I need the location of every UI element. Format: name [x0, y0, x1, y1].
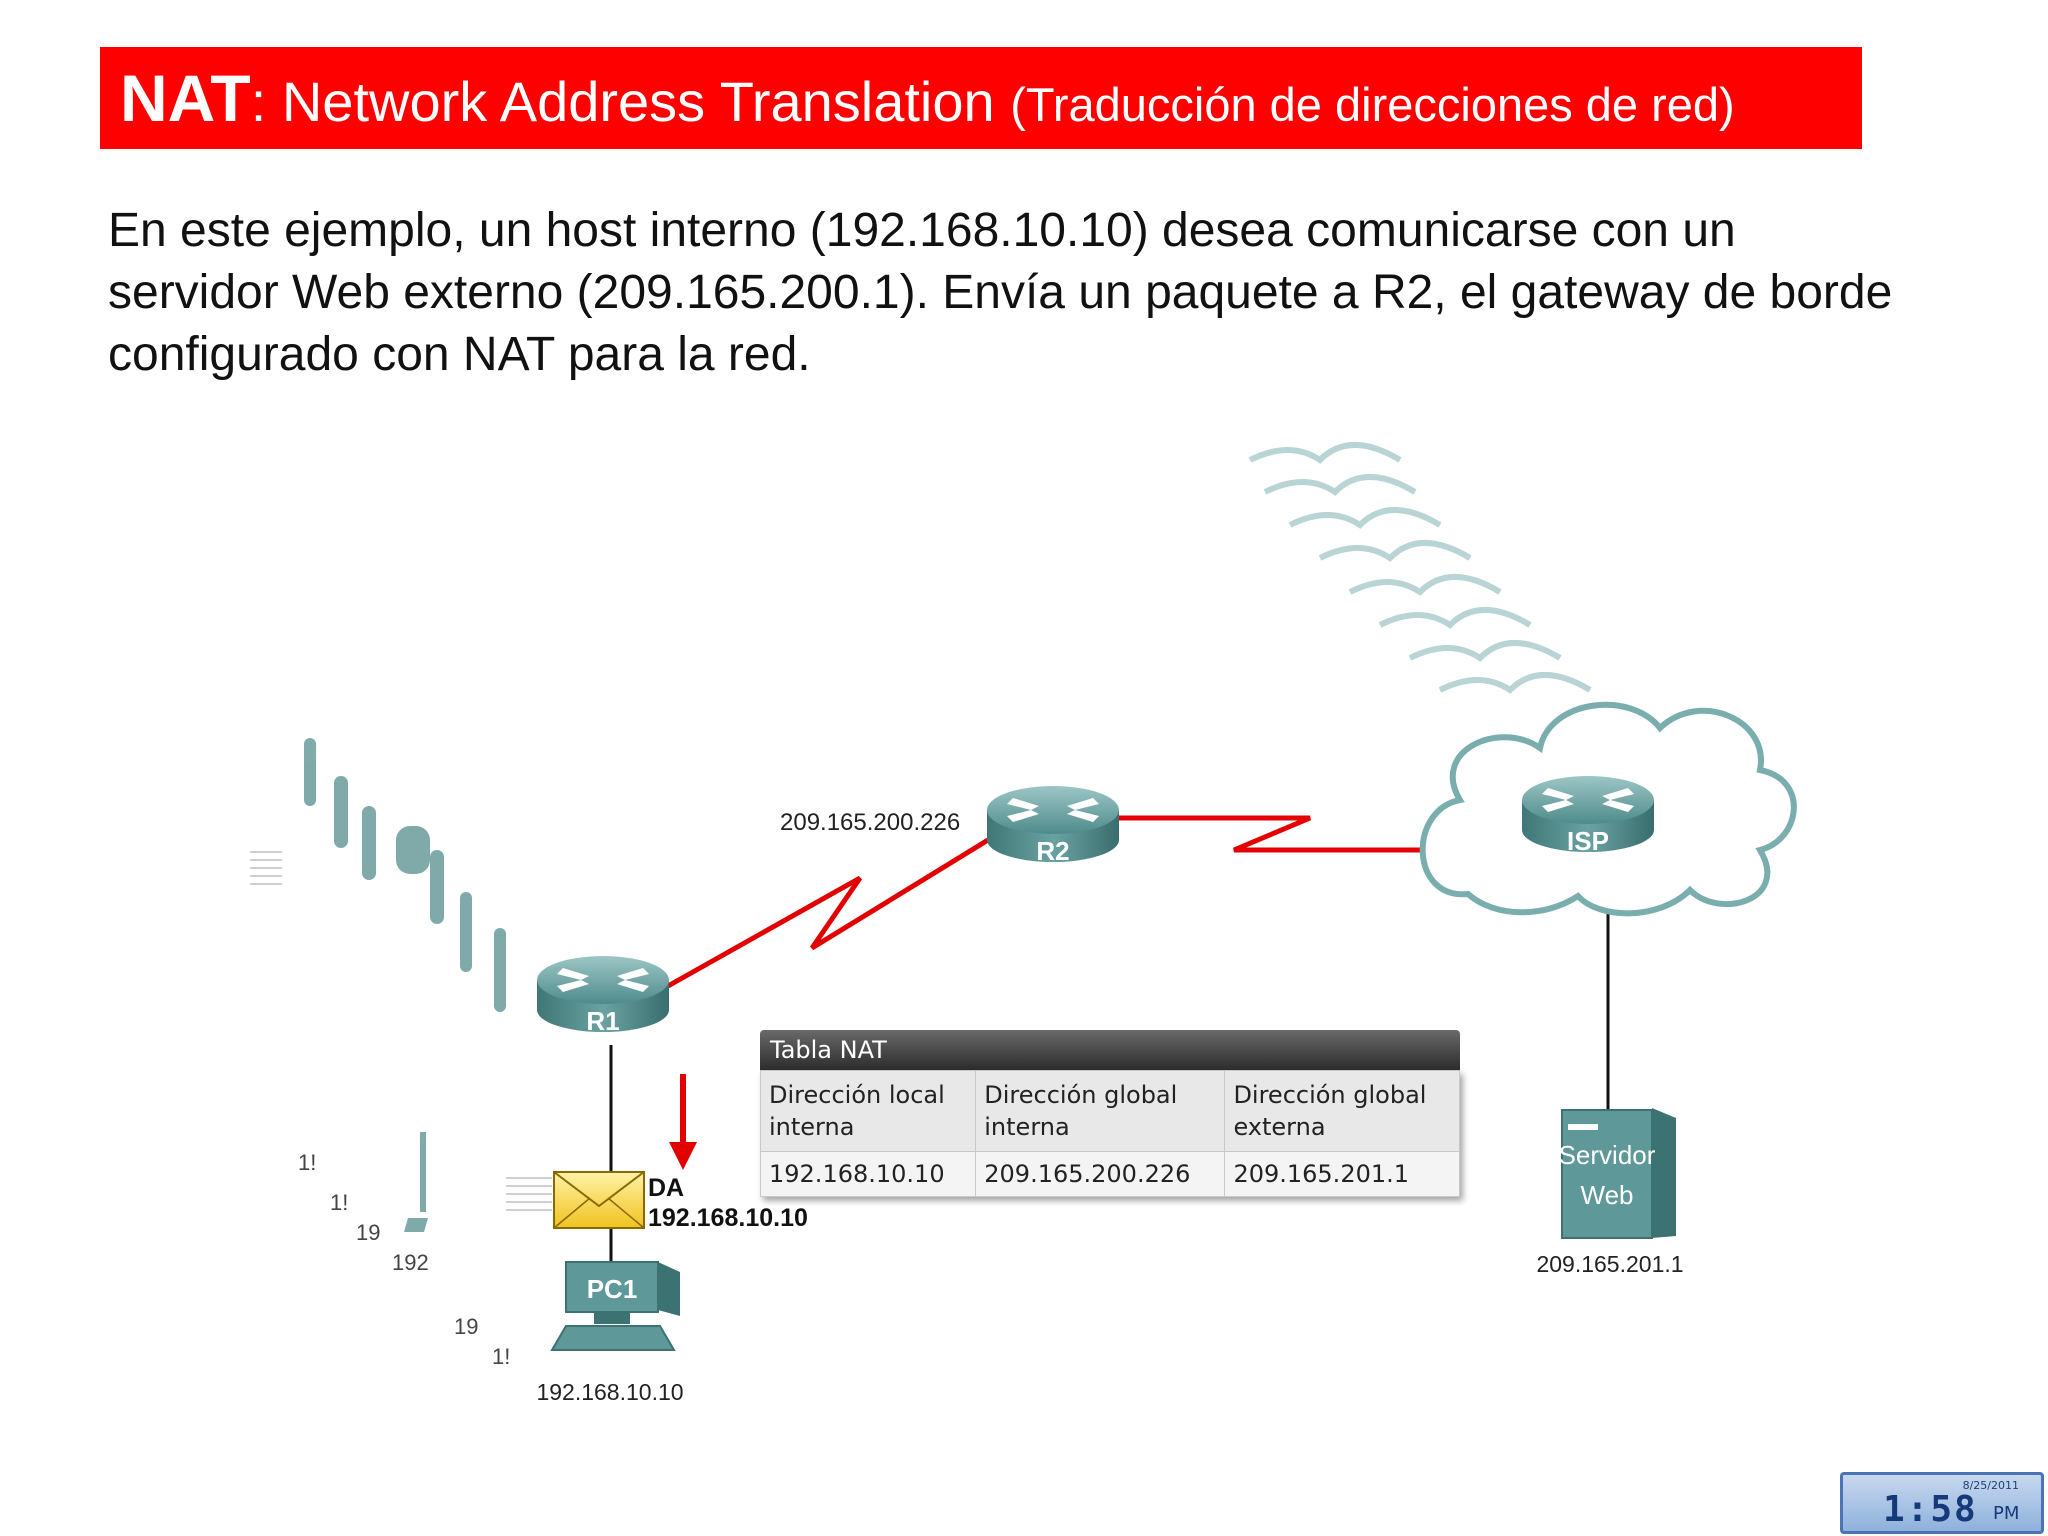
ghost-cloud-arc: [1318, 540, 1472, 562]
router-r1-label: R1: [586, 1006, 619, 1036]
ghost-router-slice: [460, 892, 472, 972]
ghost-cloud-arc: [1438, 672, 1592, 694]
clock-ampm: PM: [1993, 1503, 2020, 1524]
packet-envelope-icon: [553, 1171, 645, 1229]
slide-title: NAT: Network Address Translation (Traduc…: [100, 47, 1862, 149]
ghost-cloud-arc: [1288, 507, 1442, 529]
table-cell: 209.165.201.1: [1224, 1151, 1460, 1197]
ghost-router-slice: [430, 850, 444, 924]
packet-da-ip: 192.168.10.10: [648, 1204, 808, 1232]
faded-ip-fragments: 1! 1! 19 192 19 1!: [298, 1150, 510, 1369]
router-isp-label: ISP: [1567, 826, 1609, 856]
ghost-router-slice: [362, 806, 376, 880]
ghost-cloud-arc: [1408, 640, 1562, 662]
header-line: externa: [1233, 1113, 1326, 1141]
title-main: : Network Address Translation: [250, 70, 1011, 133]
header-line: Dirección local: [769, 1081, 945, 1109]
pc1-label: PC1: [587, 1274, 638, 1304]
pc1-computer-icon: PC1: [550, 1261, 680, 1351]
ghost-router-slice: [494, 928, 506, 1012]
web-server-icon: Servidor Web: [1559, 1108, 1676, 1239]
ghost-router-slice: [304, 738, 316, 806]
nat-table-header: Dirección local interna: [759, 1070, 977, 1152]
faded-pc-ghosts: [404, 1132, 428, 1232]
ghost-ip-fragment: 1!: [298, 1150, 316, 1175]
router-r2-label: R2: [1036, 836, 1069, 866]
title-acronym: NAT: [120, 61, 251, 135]
web-server-label-line1: Servidor: [1559, 1140, 1656, 1170]
nat-table: Tabla NAT Dirección local interna Direcci…: [759, 1030, 1460, 1197]
ghost-pc-base: [404, 1218, 428, 1232]
packet-da-label: DA: [648, 1174, 684, 1202]
taskbar-clock[interactable]: 8/25/2011 1:58 PM: [1840, 1472, 2044, 1534]
header-line: Dirección global: [984, 1081, 1178, 1109]
header-line: interna: [769, 1113, 855, 1141]
web-server-label-line2: Web: [1581, 1180, 1634, 1210]
ghost-ip-fragment: 1!: [330, 1190, 348, 1215]
table-row: 192.168.10.10 209.165.200.226 209.165.20…: [759, 1151, 1460, 1197]
pc1-ip-label: 192.168.10.10: [536, 1379, 683, 1405]
faded-speed-lines: [250, 851, 552, 1211]
faded-router-ghosts: [304, 738, 506, 1012]
header-line: Dirección global: [1233, 1081, 1427, 1109]
serial-link-r1-r2: [666, 837, 990, 989]
router-r1: R1: [537, 956, 669, 1036]
router-r2: R2: [987, 786, 1119, 866]
ghost-cloud-arc: [1248, 442, 1402, 464]
table-cell: 209.165.200.226: [975, 1151, 1226, 1197]
faded-cloud-ghosts: [1248, 442, 1592, 694]
nat-table-header-row: Dirección local interna Dirección global i…: [759, 1070, 1460, 1152]
r2-ip-label: 209.165.200.226: [780, 809, 960, 836]
nat-table-header: Dirección global externa: [1224, 1070, 1460, 1152]
serial-link-r2-isp: [1118, 815, 1432, 853]
ghost-ip-fragment: 1!: [492, 1344, 510, 1369]
ghost-router-slice: [334, 776, 348, 848]
down-arrow-icon: [669, 1074, 697, 1170]
nat-table-header: Dirección global interna: [975, 1070, 1226, 1152]
ghost-ip-fragment: 192: [392, 1250, 429, 1275]
ghost-ip-fragment: 19: [356, 1220, 380, 1245]
ghost-cloud-arc: [1378, 607, 1532, 629]
router-isp: ISP: [1522, 776, 1654, 856]
title-subtitle: (Traducción de direcciones de red): [1010, 78, 1735, 131]
nat-table-title: Tabla NAT: [760, 1030, 1460, 1070]
web-server-ip-label: 209.165.201.1: [1536, 1251, 1683, 1277]
clock-time: 1:58: [1883, 1489, 1978, 1530]
ghost-cloud-arc: [1263, 474, 1417, 496]
ghost-ip-fragment: 19: [454, 1314, 478, 1339]
header-line: interna: [984, 1113, 1070, 1141]
ghost-cloud-arc: [1348, 574, 1502, 596]
ghost-router-slice: [396, 826, 430, 874]
clock-date: 8/25/2011: [1962, 1479, 2019, 1492]
ghost-pc-slice: [420, 1132, 426, 1212]
table-cell: 192.168.10.10: [759, 1151, 977, 1197]
intro-paragraph: En este ejemplo, un host interno (192.16…: [108, 204, 1893, 381]
